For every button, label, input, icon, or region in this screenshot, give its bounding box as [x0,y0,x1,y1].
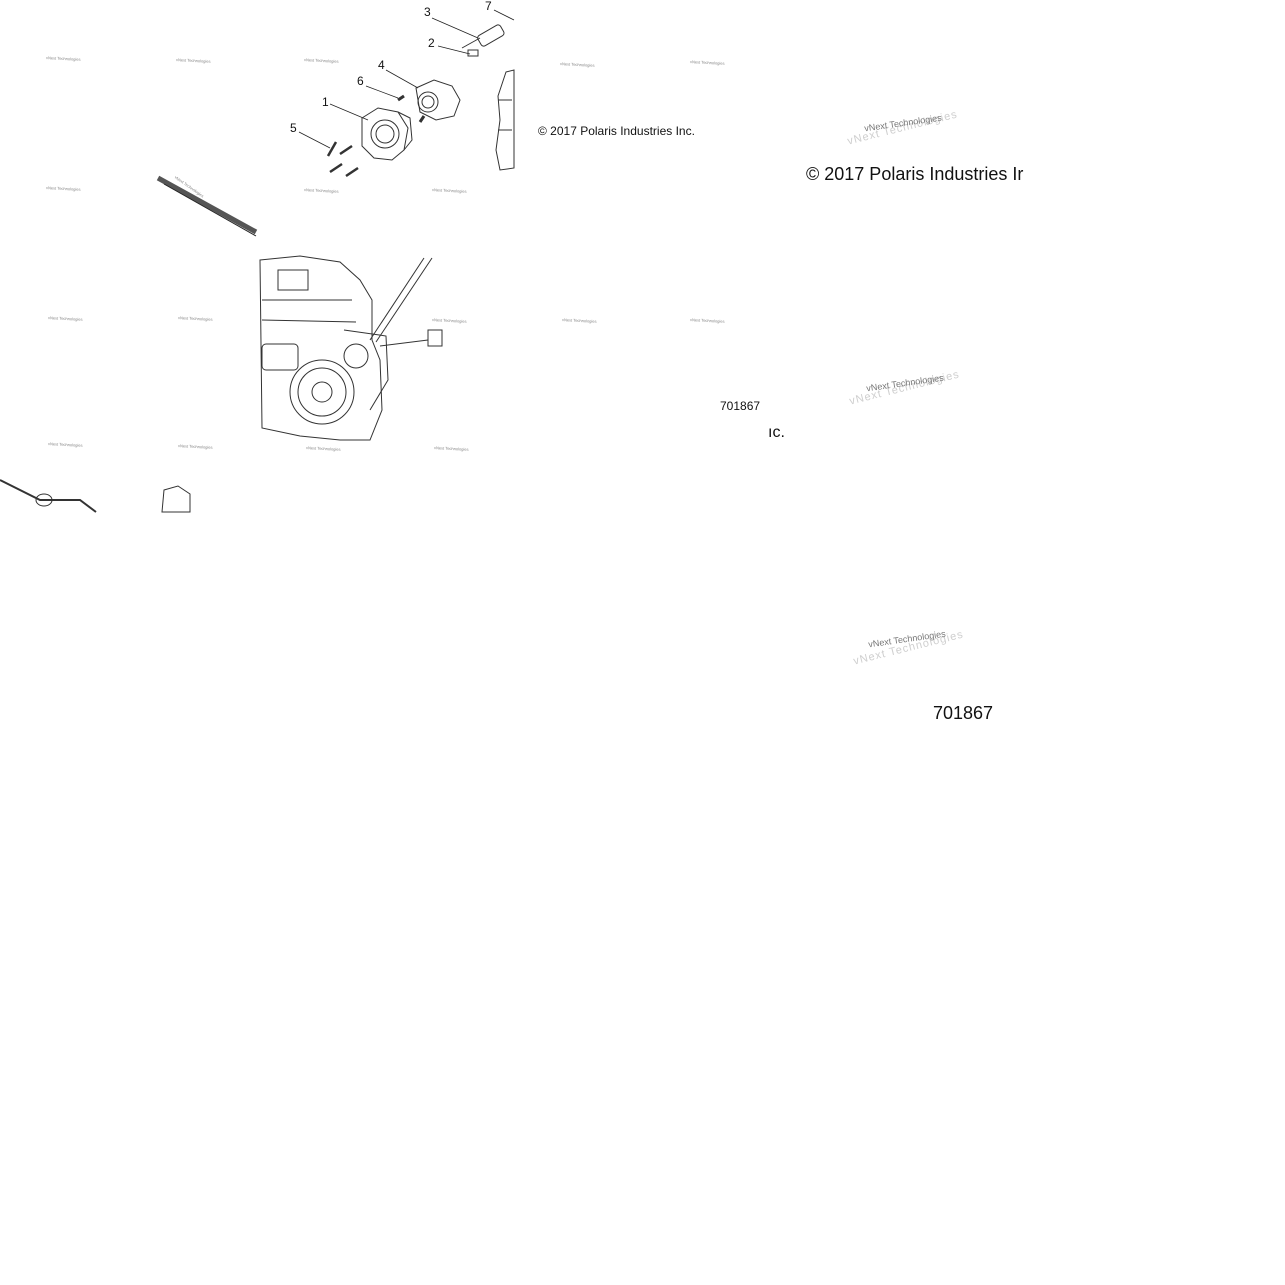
leader-lines [298,9,515,149]
callout-4: 4 [378,58,385,72]
copyright-fragment: ıc. [768,424,785,441]
figure-number-small: 701867 [720,399,761,413]
engine-edge-fragment [495,69,515,171]
callout-6: 6 [357,74,364,88]
callout-7: 7 [485,0,492,13]
figure-number-large: 701867 [933,703,994,723]
throttle-body [361,107,413,161]
engine-cables [369,257,443,347]
small-bolt [467,49,479,57]
callout-3: 3 [424,5,431,19]
callout-2: 2 [428,36,435,50]
bottom-left-fragments [0,479,191,513]
callout-5: 5 [290,121,297,135]
sensor-part [461,24,505,49]
adapter-plate [415,79,461,121]
engine-block [259,255,389,441]
copyright-text-small: © 2017 Polaris Industries Inc. [538,124,695,138]
hose-fragment [156,175,258,237]
copyright-text-large: © 2017 Polaris Industries Ir [806,164,1024,184]
callout-1: 1 [322,95,329,109]
bolts [326,94,426,178]
